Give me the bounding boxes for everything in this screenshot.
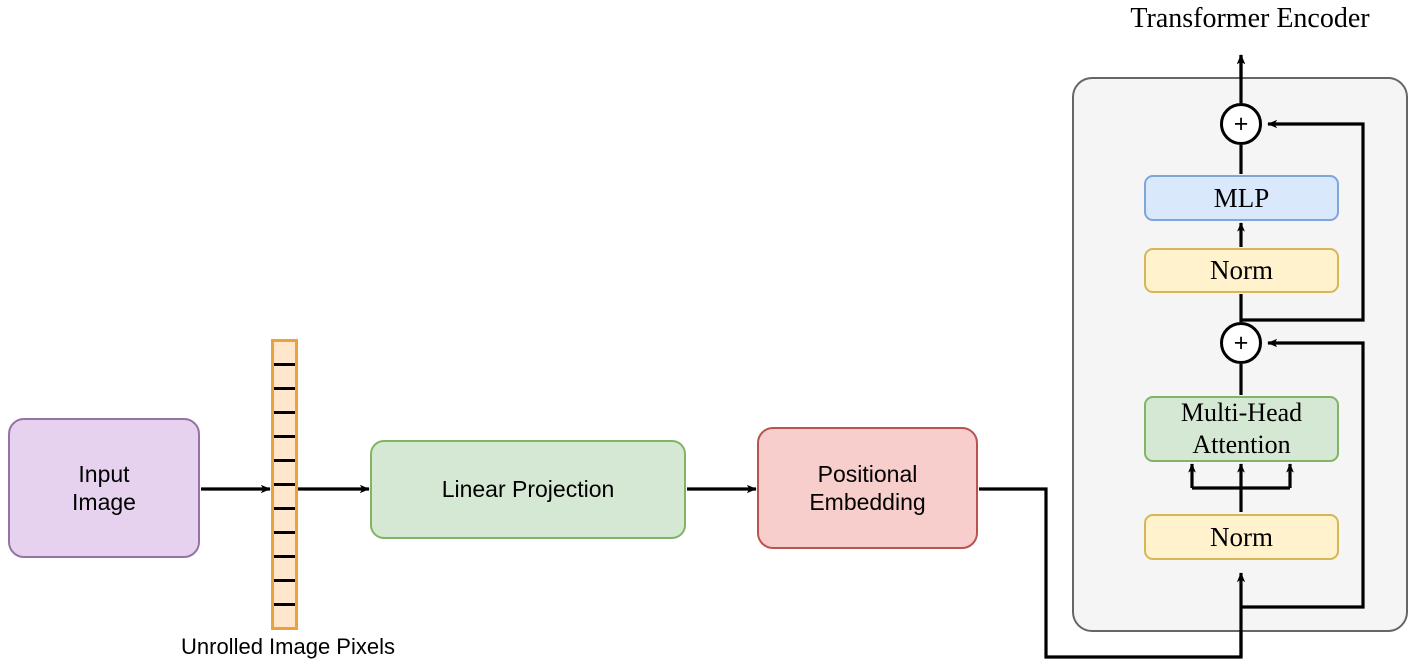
residual-connection-lower-inner: [1241, 338, 1365, 609]
multi-head-attention-box: Multi-Head Attention: [1144, 396, 1339, 462]
residual-add-top: +: [1220, 103, 1262, 145]
norm-bottom-box: Norm: [1144, 514, 1339, 560]
mha-label-line2: Attention: [1192, 430, 1291, 459]
pixel-cell: [274, 582, 295, 606]
positional-embedding-label-line1: Positional: [817, 460, 918, 487]
input-image-label-line2: Image: [72, 489, 136, 515]
transformer-encoder-title: Transformer Encoder: [1130, 2, 1370, 34]
pixel-cell: [274, 558, 295, 582]
input-image-box: Input Image: [8, 418, 200, 558]
pixel-cell: [274, 390, 295, 414]
pixel-cell: [274, 510, 295, 534]
mlp-box: MLP: [1144, 175, 1339, 221]
pixel-cell: [274, 342, 295, 366]
norm-top-box: Norm: [1144, 248, 1339, 293]
pixel-cell: [274, 486, 295, 510]
residual-connection-upper-inner: [1241, 119, 1365, 322]
linear-projection-box: Linear Projection: [370, 440, 686, 539]
pixel-cell: [274, 534, 295, 558]
pixel-cell: [274, 366, 295, 390]
mha-label-line1: Multi-Head: [1180, 398, 1303, 428]
unrolled-image-pixels-strip: [271, 339, 298, 630]
pixel-cell: [274, 414, 295, 438]
pixel-cell: [274, 462, 295, 486]
residual-add-bottom: +: [1220, 322, 1262, 364]
positional-embedding-label-line2: Embedding: [809, 489, 926, 515]
pixel-cell: [274, 606, 295, 627]
pixel-cell: [274, 438, 295, 462]
unrolled-pixels-caption: Unrolled Image Pixels: [181, 633, 395, 659]
input-image-label-line1: Input: [78, 460, 130, 487]
positional-embedding-box: Positional Embedding: [757, 427, 978, 549]
